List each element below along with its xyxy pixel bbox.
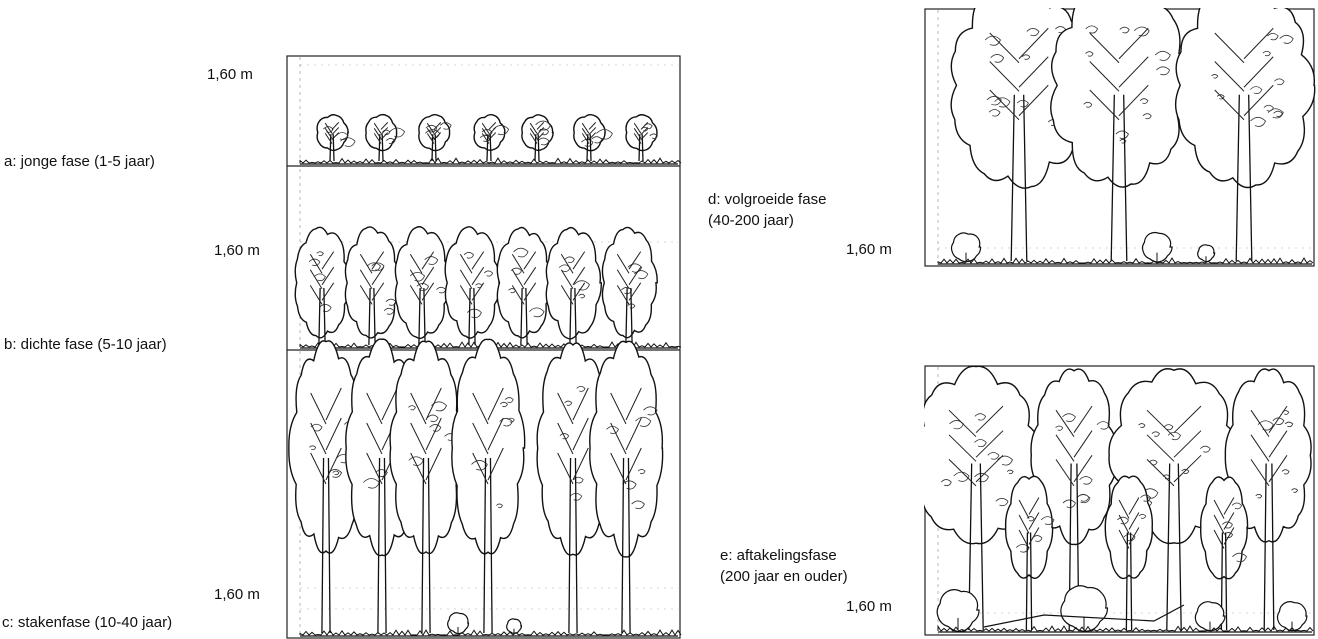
phase-label-d-line2: (40-200 jaar) [708,211,794,231]
phase-label-e-line1: e: aftakelingsfase [720,546,837,566]
pole-tree [590,341,663,633]
shrub [507,619,522,633]
young-tree [395,227,449,345]
mature-tree [1051,8,1190,261]
pole-tree [452,339,525,633]
ground-e [938,626,1313,632]
shrub [1195,602,1225,631]
phase-label-c: c: stakenfase (10-40 jaar) [2,613,172,633]
panel-d-drawing [924,8,1316,268]
height-label-c: 1,60 m [214,585,260,605]
mature-tree [1176,8,1315,261]
left-panel [286,55,682,639]
height-label-b: 1,60 m [214,241,260,261]
sapling [522,115,553,161]
height-label-a: 1,60 m [207,65,253,85]
shrub [1198,245,1215,262]
young-tree [546,228,601,345]
phase-label-d-line1: d: volgroeide fase [708,190,826,210]
young-tree [602,227,657,345]
sapling [317,115,355,161]
phase-e-trees [924,366,1313,632]
phase-d-trees [938,8,1315,264]
understory-tree [1006,476,1054,630]
shrub [448,613,469,634]
shrub [1277,602,1306,631]
sapling [574,115,613,161]
phase-label-e-line2: (200 jaar en ouder) [720,567,848,587]
sapling [366,115,405,161]
young-tree [445,227,500,345]
sapling [474,115,509,161]
young-tree [345,227,400,345]
ground-d [938,258,1313,264]
panel-e [924,365,1316,637]
shrub [951,233,980,262]
panel-d [924,8,1316,268]
left-panel-drawing [286,55,682,639]
phase-label-a: a: jonge fase (1-5 jaar) [4,152,155,172]
young-tree [497,228,551,345]
ground-c [300,630,681,636]
young-tree [295,227,350,345]
shrub [937,590,979,632]
sapling [419,115,451,161]
phase-a-trees [300,115,681,164]
phase-b-trees [295,227,681,348]
shrub [1061,586,1108,632]
understory-tree [1105,476,1152,630]
panel-e-drawing [924,365,1316,637]
height-label-d: 1,60 m [846,240,892,260]
sapling [626,115,657,161]
height-label-e: 1,60 m [846,597,892,617]
phase-c-trees [289,339,681,636]
phase-label-b: b: dichte fase (5-10 jaar) [4,335,167,355]
shrub [1143,233,1173,262]
pole-tree [390,341,462,633]
